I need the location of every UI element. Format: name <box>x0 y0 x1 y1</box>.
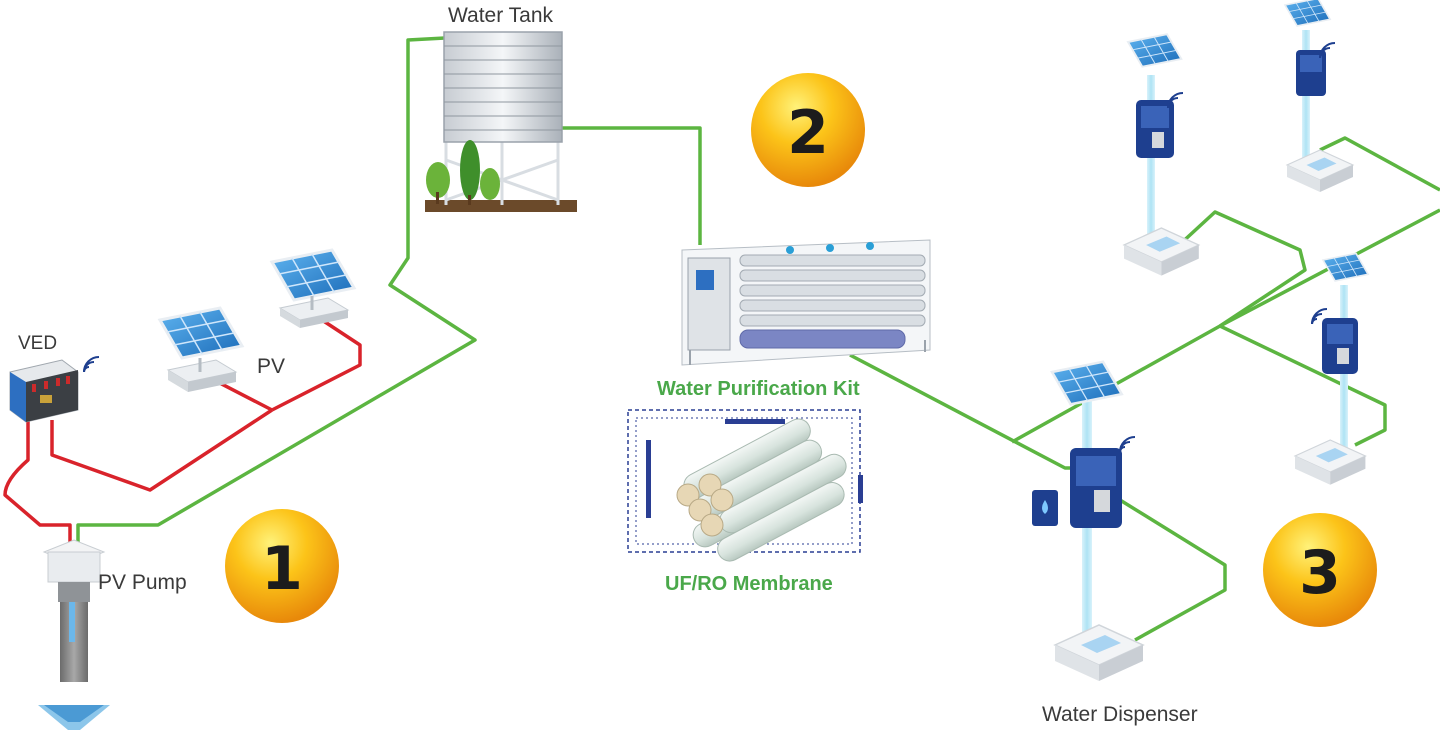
power-line-ved-to-pv <box>50 408 273 492</box>
water-lines <box>76 36 1440 642</box>
step-badge-2: 2 <box>751 73 865 187</box>
dispenser-icon <box>1284 0 1354 193</box>
power-line-pv2 <box>271 318 362 412</box>
step-badge-1: 1 <box>225 509 339 623</box>
water-line-tank-to-kit <box>560 126 702 245</box>
step-number: 2 <box>787 98 829 168</box>
water-dispenser-label: Water Dispenser <box>1042 703 1198 726</box>
solar-panel-icon <box>158 306 244 392</box>
pv-pump-label: PV Pump <box>98 571 187 594</box>
water-line-kit-to-dispensers <box>849 353 1075 470</box>
membrane-label: UF/RO Membrane <box>665 573 833 595</box>
ved-label: VED <box>18 333 58 354</box>
water-line-branch-main <box>1011 208 1440 444</box>
water-line-branch-top <box>1163 210 1307 328</box>
power-line-ved-to-pump-left <box>3 420 72 548</box>
water-line-branch-right <box>1219 324 1387 447</box>
membrane-icon <box>627 409 863 562</box>
water-drop-icon <box>1042 500 1048 514</box>
purification-kit-label: Water Purification Kit <box>657 378 860 400</box>
pv-label: PV <box>257 355 286 378</box>
solar-panel-icon <box>270 248 356 328</box>
pump-icon <box>38 539 110 730</box>
water-line-branch-front <box>1119 498 1227 642</box>
dispenser-icon <box>1032 360 1144 682</box>
dispenser-icon <box>1123 33 1200 277</box>
purification-kit-icon <box>681 239 931 366</box>
water-line-pump-to-tank <box>76 36 477 548</box>
step-badge-3: 3 <box>1263 513 1377 627</box>
water-tank-label: Water Tank <box>448 4 554 27</box>
step-number: 1 <box>261 534 303 604</box>
ved-controller-icon <box>9 356 100 423</box>
step-number: 3 <box>1299 538 1341 608</box>
dispenser-icon <box>1294 252 1369 486</box>
water-line-branch-topright <box>1319 136 1440 192</box>
water-tank-icon <box>425 31 577 212</box>
